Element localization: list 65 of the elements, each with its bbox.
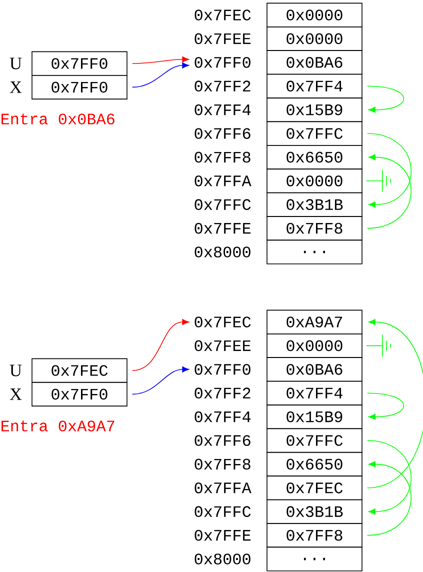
memory-cell: ... bbox=[266, 240, 362, 264]
pointer-arrow bbox=[132, 56, 190, 64]
address-label: 0x8000 bbox=[194, 246, 250, 258]
input-note: Entra 0xA9A7 bbox=[2, 420, 114, 432]
pointer-arrow bbox=[367, 86, 404, 113]
address-label: 0x7FFA bbox=[194, 175, 252, 186]
pointer-arrow bbox=[367, 392, 404, 420]
address-label: 0x7FF4 bbox=[194, 104, 251, 116]
register-cell: 0x7FEC bbox=[32, 358, 128, 383]
pointer-arrow bbox=[367, 461, 412, 536]
address-label: 0x7FF8 bbox=[194, 458, 250, 470]
register-name: X bbox=[10, 388, 22, 400]
pointer-arrow bbox=[367, 440, 412, 515]
memory-cell: 0x0BA6 bbox=[266, 357, 362, 382]
address-label: 0x8000 bbox=[194, 554, 250, 564]
input-note: Entra 0x0BA6 bbox=[2, 114, 114, 124]
address-label: 0x7FEC bbox=[194, 10, 251, 20]
address-label: 0x7FFA bbox=[194, 482, 252, 494]
memory-cell: 0x0000 bbox=[266, 168, 362, 194]
memory-cell: 0x7FFC bbox=[266, 121, 362, 146]
memory-cell: 0x7FF8 bbox=[266, 523, 362, 548]
memory-cell: 0x0BA6 bbox=[266, 50, 362, 75]
pointer-arrow bbox=[132, 319, 190, 371]
memory-cell: 0x7FF4 bbox=[266, 380, 362, 406]
address-label: 0x7FFE bbox=[194, 530, 251, 541]
memory-cell: 0x0000 bbox=[266, 2, 362, 28]
address-label: 0x7FFC bbox=[194, 199, 251, 210]
memory-cell: 0x6650 bbox=[266, 452, 362, 476]
address-label: 0x7FF0 bbox=[194, 364, 250, 375]
pointer-arrow bbox=[367, 133, 412, 208]
memory-cell: 0x7FFC bbox=[266, 428, 362, 453]
register-cell: 0x7FF0 bbox=[32, 51, 128, 76]
pointer-arrow bbox=[367, 319, 423, 488]
pointer-arrow bbox=[367, 154, 412, 229]
address-label: 0x7FEC bbox=[194, 316, 251, 328]
memory-cell: 0x6650 bbox=[266, 144, 362, 170]
address-label: 0x7FF8 bbox=[194, 152, 250, 163]
pointer-arrow bbox=[132, 62, 190, 88]
address-label: 0x7FFC bbox=[194, 506, 251, 518]
memory-cell: 0x3B1B bbox=[266, 499, 362, 524]
memory-cell: 0x0000 bbox=[266, 26, 362, 51]
memory-cell: 0x7FEC bbox=[266, 476, 362, 500]
address-label: 0x7FFE bbox=[194, 222, 251, 234]
pointer-arrow bbox=[132, 366, 190, 395]
memory-cell: 0x15B9 bbox=[266, 404, 362, 430]
address-label: 0x7FF2 bbox=[194, 388, 250, 399]
address-label: 0x7FEE bbox=[194, 340, 251, 352]
address-label: 0x7FF0 bbox=[194, 56, 250, 68]
memory-cell: 0x3B1B bbox=[266, 192, 362, 217]
register-cell: 0x7FF0 bbox=[32, 74, 128, 100]
address-label: 0x7FF4 bbox=[194, 411, 251, 422]
register-name: U bbox=[10, 58, 22, 70]
memory-cell: 0x15B9 bbox=[266, 98, 362, 122]
register-cell: 0x7FF0 bbox=[32, 382, 128, 406]
address-label: 0x7FF6 bbox=[194, 435, 250, 446]
register-name: X bbox=[10, 82, 22, 93]
register-name: U bbox=[10, 364, 22, 376]
address-label: 0x7FEE bbox=[194, 33, 251, 44]
address-label: 0x7FF2 bbox=[194, 80, 250, 92]
address-label: 0x7FF6 bbox=[194, 128, 250, 139]
memory-cell: 0x0000 bbox=[266, 333, 362, 358]
memory-cell: 0x7FF8 bbox=[266, 216, 362, 241]
memory-cell: ... bbox=[266, 546, 362, 572]
memory-cell: 0xA9A7 bbox=[266, 310, 362, 334]
memory-cell: 0x7FF4 bbox=[266, 74, 362, 98]
